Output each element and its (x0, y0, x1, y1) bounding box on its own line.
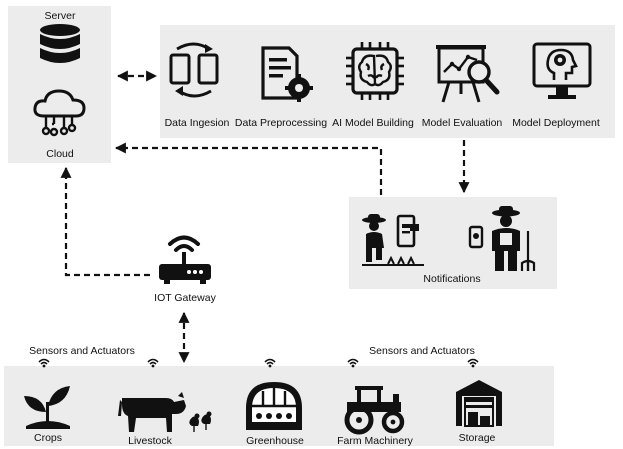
sensors-actuators-label-right: Sensors and Actuators (369, 345, 475, 357)
pipeline-step-label: AI Model Building (332, 117, 414, 129)
presentation-chart-magnifier-icon (436, 45, 500, 103)
field-item-label: Crops (33, 432, 62, 444)
farmer-with-pitchfork-icon (468, 206, 536, 271)
pipeline-step-label: Model Evaluation (421, 117, 503, 129)
wifi-signal-icon (38, 358, 50, 368)
sprout-icon (24, 386, 70, 429)
pipeline-step-label: Model Deployment (512, 117, 600, 129)
warehouse-icon (456, 380, 502, 427)
field-item-label: Livestock (128, 435, 172, 447)
database-icon (40, 24, 80, 63)
brain-chip-icon (346, 42, 404, 100)
cloud-network-icon (33, 89, 86, 137)
wifi-signal-icon (147, 358, 159, 368)
document-gear-icon (261, 46, 313, 102)
sync-documents-icon (169, 42, 219, 98)
gateway-cloud-arrow (60, 166, 150, 277)
wifi-signal-icon (264, 358, 276, 368)
farmer-phone-icon (362, 214, 424, 266)
sensors-actuators-label-left: Sensors and Actuators (29, 345, 135, 357)
wifi-signal-icon (347, 358, 359, 368)
field-item-label: Farm Machinery (337, 435, 413, 447)
gateway-label: IOT Gateway (154, 292, 216, 304)
notifications-panel (349, 197, 557, 289)
cloud-label: Cloud (46, 148, 74, 160)
notifications-cloud-arrow (114, 142, 383, 195)
server-label: Server (44, 10, 76, 22)
pipeline-step-label: Data Ingesion (164, 117, 230, 129)
tractor-icon (344, 386, 405, 435)
monitor-head-gear-icon (532, 42, 592, 99)
field-item-label: Storage (458, 432, 496, 444)
pipeline-step-label: Data Preprocessing (234, 117, 328, 129)
notifications-label: Notifications (423, 273, 481, 285)
router-icon (159, 235, 211, 284)
field-item-label: Greenhouse (246, 435, 304, 447)
greenhouse-icon (246, 382, 302, 430)
cow-chickens-icon (118, 392, 212, 432)
wifi-signal-icon (467, 358, 479, 368)
